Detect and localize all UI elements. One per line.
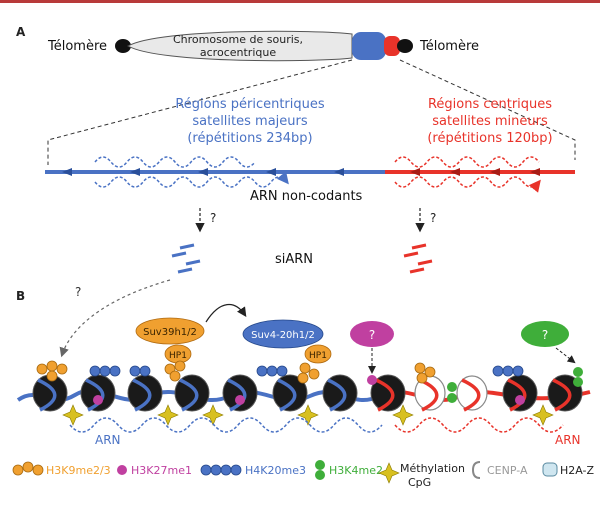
- legend-h3k9-swatch: [12, 461, 44, 476]
- suv39-to-suv4-arrow: [205, 304, 247, 323]
- rna-wave-top-blue: [94, 156, 256, 168]
- legend-cenpa-swatch: [471, 461, 481, 479]
- chromosome-label-1: Chromosome de souris,: [173, 33, 303, 46]
- chromatin-fiber: [16, 374, 591, 412]
- zoom-line-left: [47, 59, 353, 165]
- panel-a-label: A: [16, 25, 26, 39]
- noncoding-rna-label: ARN non-codants: [250, 189, 363, 204]
- h4k20-marks: [89, 365, 524, 377]
- legend-methylation-label-1: Méthylation: [400, 462, 465, 475]
- pericentric-repeats: (répétitions 234bp): [187, 131, 312, 146]
- rna-wave-red-b: [394, 417, 564, 433]
- rna-wave-bottom-blue: [94, 171, 289, 188]
- rna-wave-blue-b: [69, 417, 383, 433]
- h3k9-marks: [36, 360, 436, 384]
- legend-h4k20-label: H4K20me3: [245, 464, 306, 477]
- rna-wave-bottom-red: [394, 176, 541, 193]
- zoom-line-right: [399, 59, 576, 160]
- legend-methylation-label-2: CpG: [408, 476, 431, 489]
- sirna-targeting-arrow: [59, 279, 171, 358]
- chromosome-label-2: acrocentrique: [200, 46, 276, 59]
- telomere-right-label: Télomère: [419, 39, 479, 54]
- arn-right-label: ARN: [555, 433, 581, 447]
- question-processing-blue: ?: [210, 211, 216, 225]
- sirna-red: [403, 243, 433, 274]
- telomere-left: [115, 39, 131, 53]
- suv4-label: Suv4-20h1/2: [251, 330, 315, 341]
- legend-cpg-swatch: [378, 462, 400, 484]
- hp1-a-label: HP1: [169, 351, 187, 361]
- pericentric-region: [352, 32, 386, 60]
- centric-repeats: (répétitions 120bp): [427, 131, 552, 146]
- unknown-h3k4-enzyme: [521, 321, 569, 347]
- suv39-enzyme: [135, 317, 205, 345]
- legend: H3K9me2/3 H3K27me1 H4K20me3 H3K4me2 Méth…: [12, 460, 595, 489]
- green-arrow: [555, 347, 576, 364]
- question-green: ?: [542, 328, 548, 342]
- question-magenta: ?: [369, 328, 375, 342]
- centric-title: Régions centriques: [428, 97, 552, 112]
- legend-h3k4-label: H3K4me2: [329, 464, 383, 477]
- centric-subtitle: satellites mineurs: [432, 114, 548, 129]
- hp1-b-label: HP1: [309, 351, 327, 361]
- suv4-enzyme: [242, 319, 324, 349]
- h3k4-marks: [447, 367, 583, 403]
- legend-h3k27-swatch: [117, 465, 127, 475]
- legend-h4k20-swatch: [200, 464, 242, 476]
- legend-h2az-label: H2A-Z: [560, 464, 595, 477]
- pericentric-title: Régions péricentriques: [175, 97, 325, 112]
- legend-h3k9-label: H3K9me2/3: [46, 464, 111, 477]
- legend-h3k4-swatch: [315, 460, 325, 480]
- legend-h2az-swatch: [542, 462, 558, 477]
- rna-wave-top-red: [394, 156, 540, 168]
- question-processing-red: ?: [430, 211, 436, 225]
- question-sirna: ?: [75, 285, 81, 299]
- cpg-methylation-marks: [62, 404, 554, 426]
- arn-left-label: ARN: [95, 433, 121, 447]
- centric-region: [384, 36, 400, 56]
- panel-b-label: B: [16, 289, 25, 303]
- h3k27-marks: [93, 375, 525, 405]
- legend-h3k27-label: H3K27me1: [131, 464, 192, 477]
- telomere-left-label: Télomère: [47, 39, 107, 54]
- major-satellite-repeats: [62, 168, 344, 176]
- sirna-label: siARN: [275, 252, 313, 267]
- sirna-blue: [171, 243, 201, 274]
- legend-cenpa-label: CENP-A: [487, 464, 528, 477]
- telomere-right: [397, 39, 413, 53]
- unknown-h3k27-enzyme: [350, 321, 394, 347]
- hp1-b: [304, 344, 332, 364]
- suv39-label: Suv39h1/2: [143, 327, 197, 338]
- pericentric-subtitle: satellites majeurs: [192, 114, 307, 129]
